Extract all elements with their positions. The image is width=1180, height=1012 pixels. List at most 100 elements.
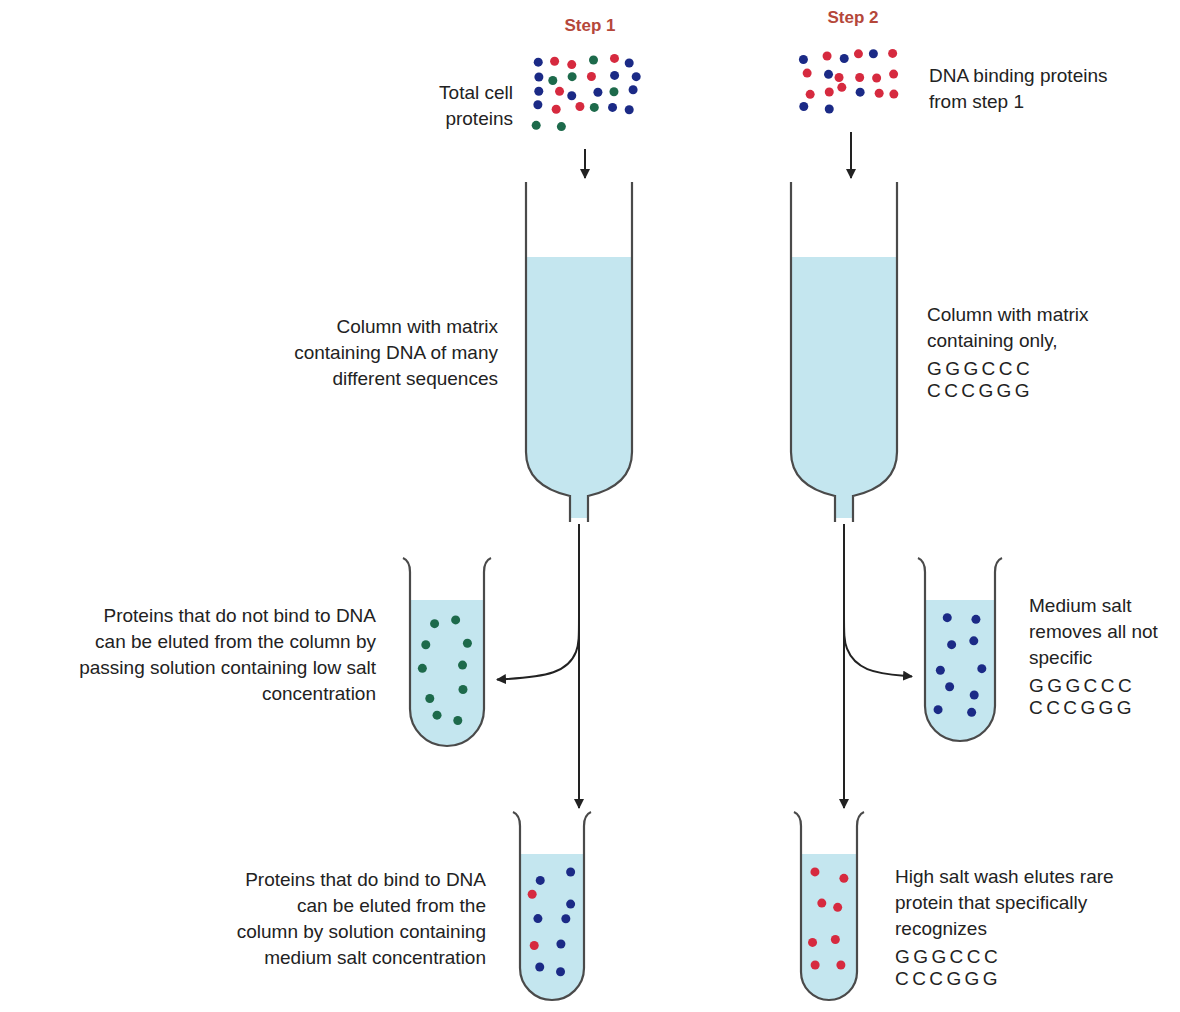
protein-dot	[458, 685, 467, 694]
tube-drawing	[793, 812, 865, 1002]
protein-dot	[556, 967, 565, 976]
column-wall	[791, 182, 897, 522]
protein-dot	[556, 939, 565, 948]
protein-dot	[458, 661, 467, 670]
protein-dot	[825, 88, 834, 97]
protein-dot	[608, 103, 617, 112]
protein-dot	[806, 90, 815, 99]
label-block: High salt wash elutes rare protein that …	[895, 864, 1160, 990]
protein-dot	[840, 54, 849, 63]
step-heading: Step 1	[564, 16, 615, 36]
protein-dot	[839, 874, 848, 883]
protein-dot	[533, 914, 542, 923]
protein-dot	[854, 49, 863, 58]
protein-dot	[528, 890, 537, 899]
protein-dot	[835, 73, 844, 82]
protein-dots	[934, 613, 987, 717]
column-matrix	[791, 257, 897, 518]
protein-mixture: Total cell proteins	[525, 50, 645, 135]
protein-dot	[568, 72, 577, 81]
tube-liquid	[925, 600, 995, 741]
protein-dot	[969, 636, 978, 645]
protein-dot	[575, 102, 584, 111]
protein-dot	[889, 90, 898, 99]
flow-arrow	[843, 526, 845, 808]
protein-dot	[836, 960, 845, 969]
protein-dot	[977, 664, 986, 673]
sequence-label: GGGCCC CCCGGG	[895, 946, 1001, 990]
flow-arrow	[497, 524, 579, 680]
protein-dot	[610, 54, 619, 63]
protein-dot	[810, 867, 819, 876]
flow-arrow	[578, 526, 580, 808]
protein-dot	[971, 615, 980, 624]
tube-liquid	[520, 854, 584, 1000]
node-label: Proteins that do bind to DNA can be elut…	[231, 867, 486, 971]
protein-dot	[421, 640, 430, 649]
protein-dot	[418, 664, 427, 673]
label-block: Column with matrix containing only,GGGCC…	[927, 302, 1127, 402]
protein-dot	[430, 619, 439, 628]
tube-wall	[513, 812, 591, 1000]
label-block: Medium salt removes all not specificGGGC…	[1029, 593, 1167, 719]
step-heading: Step 2	[827, 8, 878, 28]
protein-dot	[823, 52, 832, 61]
column-drawing	[520, 182, 638, 522]
protein-dot	[825, 104, 834, 113]
protein-dots	[808, 867, 848, 969]
label-block: Total cell proteins	[383, 80, 513, 132]
column-matrix	[526, 257, 632, 518]
protein-dot	[463, 639, 472, 648]
protein-dot	[625, 105, 634, 114]
protein-dot	[567, 91, 576, 100]
protein-dot	[811, 960, 820, 969]
tube-drawing	[402, 558, 492, 748]
protein-dot	[799, 102, 808, 111]
node-label: High salt wash elutes rare protein that …	[895, 864, 1160, 942]
tube-wall	[403, 558, 491, 746]
protein-dot	[889, 70, 898, 79]
flow-arrow	[584, 149, 586, 178]
column-drawing	[785, 182, 903, 522]
protein-dots	[528, 868, 575, 977]
flow-arrow	[844, 524, 912, 676]
protein-dot	[548, 76, 557, 85]
protein-dot	[610, 71, 619, 80]
label-block: Proteins that do not bind to DNA can be …	[76, 603, 376, 707]
label-block: Column with matrix containing DNA of man…	[283, 314, 498, 392]
protein-dot	[566, 868, 575, 877]
tube-drawing	[512, 812, 592, 1002]
protein-dot	[593, 88, 602, 97]
tube-wall	[794, 812, 864, 1000]
dots-drawing	[525, 50, 645, 135]
dots-drawing	[795, 45, 907, 120]
label-block: DNA binding proteins from step 1	[929, 63, 1134, 115]
node-label: Proteins that do not bind to DNA can be …	[76, 603, 376, 707]
protein-dot	[534, 73, 543, 82]
protein-dot	[936, 666, 945, 675]
protein-mixture: DNA binding proteins from step 1	[795, 45, 907, 120]
column-wall	[526, 182, 632, 522]
protein-dot	[589, 56, 598, 65]
protein-dot	[536, 876, 545, 885]
protein-dot	[629, 85, 638, 94]
protein-dot	[550, 57, 559, 66]
protein-dot	[888, 49, 897, 58]
protein-dot	[856, 88, 865, 97]
label-block: Proteins that do bind to DNA can be elut…	[231, 867, 486, 971]
protein-dot	[587, 72, 596, 81]
collection-tube: Proteins that do bind to DNA can be elut…	[512, 812, 592, 1002]
protein-dot	[566, 900, 575, 909]
protein-dot	[947, 640, 956, 649]
sequence-label: GGGCCC CCCGGG	[1029, 675, 1135, 719]
sequence-label: GGGCCC CCCGGG	[927, 358, 1033, 402]
protein-dot	[532, 121, 541, 130]
protein-dot	[824, 70, 833, 79]
protein-dot	[945, 682, 954, 691]
protein-dot	[632, 72, 641, 81]
protein-dot	[451, 615, 460, 624]
protein-dot	[837, 83, 846, 92]
protein-dot	[567, 60, 576, 69]
protein-dot	[970, 691, 979, 700]
